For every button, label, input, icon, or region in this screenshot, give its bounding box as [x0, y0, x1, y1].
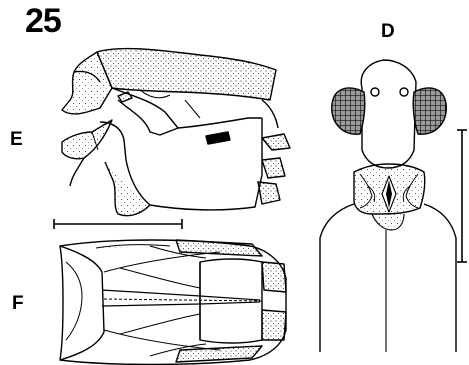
panel-e-foreleg — [62, 120, 112, 159]
plate-number: 25 — [25, 4, 61, 38]
panel-d-ocellus-right — [400, 88, 408, 96]
panel-d-eye-left — [332, 88, 365, 134]
panel-e-drawing — [54, 49, 290, 229]
panel-d-ocellus-left — [371, 88, 379, 96]
panel-label-d: D — [381, 22, 395, 41]
panel-label-e: E — [10, 130, 23, 149]
panel-f-drawing — [60, 240, 286, 365]
panel-f-median-keel — [102, 290, 260, 306]
panel-label-f: F — [12, 294, 24, 313]
panel-d-head-capsule — [361, 60, 416, 168]
panel-d-eye-right — [413, 88, 446, 134]
panel-d-drawing — [320, 60, 467, 352]
